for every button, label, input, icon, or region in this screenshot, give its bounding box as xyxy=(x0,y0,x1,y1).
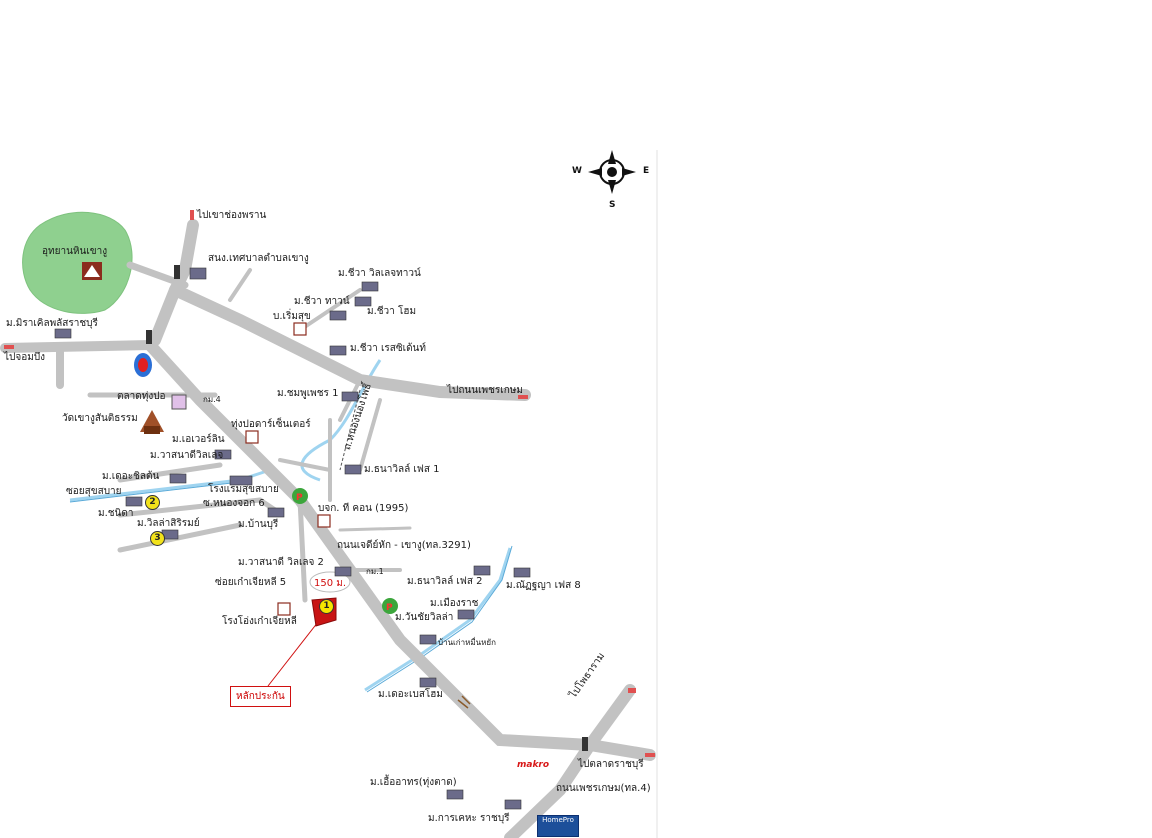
road-end-marker xyxy=(4,210,655,757)
svg-text:P: P xyxy=(296,493,303,503)
homepro-logo: HomePro xyxy=(537,815,579,837)
place-label-park: อุทยานหินเขางู xyxy=(42,246,108,257)
place-label-tk-company: บจก. ที คอน (1995) xyxy=(318,503,409,514)
marker-badge-3: 3 xyxy=(150,531,165,546)
road-label-ratchaburi-market: ไปตลาดราชบุรี xyxy=(578,759,644,770)
place-label-m-wasana-villa: ม.วาสนาดีวิลเลจ xyxy=(150,450,224,461)
market-icon xyxy=(171,394,187,410)
road-label-soi-kao-chia-li: ซ่อยเก๋าเจียหลี 5 xyxy=(215,577,287,588)
marker-badge-2: 2 xyxy=(145,495,160,510)
road-label-soi-nong-chok: ซ.หนองจอก 6 xyxy=(203,498,265,509)
place-label-m-chomphu-phet: ม.ชมพูเพชร 1 xyxy=(277,388,339,399)
place-label-m-villa-sirirom: ม.วิลล่าสิริรมย์ xyxy=(137,518,200,529)
marker-badge-1: 1 xyxy=(319,599,334,614)
place-label-m-ua-athon: ม.เอื้ออาทร(ทุ่งตาด) xyxy=(370,777,457,788)
place-label-sukhsabai-hotel: โรงแรมสุขสบาย xyxy=(208,484,279,495)
road-label-chedi-hak: ถนนเจดีย์หัก - เขางู(ทล.3291) xyxy=(337,540,471,551)
road-label-khao-chong-phran: ไปเขาช่องพราน xyxy=(197,210,267,221)
place-label-thung-pa-market: ตลาดทุ่งปอ xyxy=(117,391,166,402)
svg-text:P: P xyxy=(386,603,393,613)
temple-icon xyxy=(140,410,164,434)
place-label-m-wasana-villa-2: ม.วาสนาดี วิลเลจ 2 xyxy=(238,557,324,568)
place-label-m-ban-buri: ม.บ้านบุรี xyxy=(238,519,279,530)
road-label-phetkasem: ไปถนนเพชรเกษม xyxy=(447,385,523,396)
road-label-chom-bueng: ไปจอมบึง xyxy=(4,352,46,363)
canal-side-road xyxy=(339,389,361,471)
place-label-mirakhil: ม.มิราเคิลพลัสราชบุรี xyxy=(6,318,98,329)
road-network xyxy=(0,219,656,838)
road-label-soi-sukhsabai: ซอยสุขสบาย xyxy=(66,486,122,497)
makro-logo: makro xyxy=(517,760,550,770)
compass-west: W xyxy=(572,166,582,176)
place-label-m-chonika: ม.ชนิดา xyxy=(98,508,134,519)
callout-leader xyxy=(267,621,319,687)
place-label-km-1: กม.1 xyxy=(366,567,384,576)
pin-icon: P xyxy=(292,488,308,504)
gas-station-icon xyxy=(134,353,152,377)
place-label-m-siwa-villa-town: ม.ชีวา วิลเลจทาวน์ xyxy=(338,268,421,279)
traffic-light-icon xyxy=(146,265,588,751)
road-label-phetkasem-road: ถนนเพชรเกษม(ทล.4) xyxy=(556,783,651,794)
place-label-thung-pa-center: ทุ่งปอดาร์เซ็นเตอร์ xyxy=(231,419,311,430)
distance-label: 150 ม. xyxy=(314,578,347,589)
place-label-municipality: สนง.เทศบาลตำบลเขางู xyxy=(208,253,309,264)
compass-south: S xyxy=(609,200,616,210)
place-label-m-kan-kheha: ม.การเคหะ ราชบุรี xyxy=(428,813,510,824)
park-area xyxy=(22,211,133,314)
pin-icon: P xyxy=(382,598,398,614)
compass-east: E xyxy=(643,166,650,176)
hall-icons xyxy=(245,322,331,616)
place-label-ban-phak: บ้านเก่าหมื่นหยัก xyxy=(438,638,496,647)
collateral-callout: หลักประกัน xyxy=(230,686,291,707)
place-label-km-4: กม.4 xyxy=(203,395,221,404)
place-label-m-thanawilla-1: ม.ธนาวิลล์ เฟส 1 xyxy=(364,464,440,475)
bridge-mark xyxy=(457,695,471,709)
place-label-wat-khao-ngu: วัดเขางูสันติธรรม xyxy=(62,413,138,424)
building-icons xyxy=(54,267,531,810)
place-label-m-the-chill-ton: ม.เดอะชิลต้น xyxy=(102,471,160,482)
place-label-m-wan-chai-villa: ม.วันชัยวิลล่า xyxy=(395,612,454,623)
distance-ring xyxy=(309,571,351,593)
place-label-m-evergreen: ม.เอเวอร์ลิน xyxy=(172,434,225,445)
place-label-m-nanya-8: ม.ณัฏฐญา เฟส 8 xyxy=(506,580,581,591)
place-label-m-mueang-rat: ม.เมืองราช xyxy=(430,598,479,609)
place-label-kao-chia-li-factory: โรงโอ่งเก๋าเจียหลี xyxy=(222,616,297,627)
compass-graphic xyxy=(588,150,636,194)
place-label-m-thanawilla-2: ม.ธนาวิลล์ เฟส 2 xyxy=(407,576,483,587)
place-label-m-siwa-residence: ม.ชีวา เรสซิเด้นท์ xyxy=(350,343,426,354)
canal-edges xyxy=(69,481,513,693)
place-label-m-siwa-home: ม.ชีวา โฮม xyxy=(367,306,417,317)
place-label-m-the-base-home: ม.เดอะเบสโฮม xyxy=(378,689,443,700)
place-label-b-roemsuk: บ.เริ่มสุข xyxy=(273,311,311,322)
camp-icon xyxy=(82,262,102,280)
page-edge xyxy=(656,150,658,838)
place-label-m-siwa-town: ม.ชีวา ทาวน์ xyxy=(294,296,350,307)
